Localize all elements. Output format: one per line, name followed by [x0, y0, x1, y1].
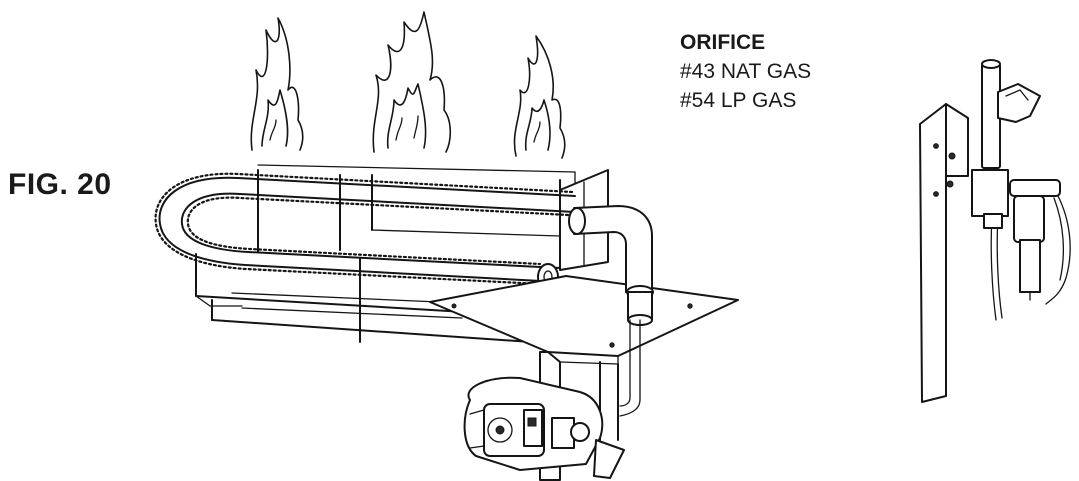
- burner-tube: [154, 172, 576, 291]
- orifice-heading: ORIFICE: [680, 31, 766, 54]
- mixer-elbow: [568, 205, 654, 326]
- orifice-note: ORIFICE #43 NAT GAS #54 LP GAS: [680, 28, 811, 115]
- gas-valve: [463, 376, 625, 479]
- burner-pan: [195, 253, 567, 345]
- orifice-lp-gas: #54 LP GAS: [680, 89, 797, 112]
- flame-right: [513, 35, 566, 159]
- orifice-nat-gas: #43 NAT GAS: [680, 60, 812, 83]
- figure-label: FIG. 20: [8, 168, 112, 201]
- pilot-assembly: [919, 59, 1071, 403]
- flame-center: [372, 11, 452, 153]
- flame-left: [250, 17, 304, 151]
- mounting-plate: [429, 275, 739, 365]
